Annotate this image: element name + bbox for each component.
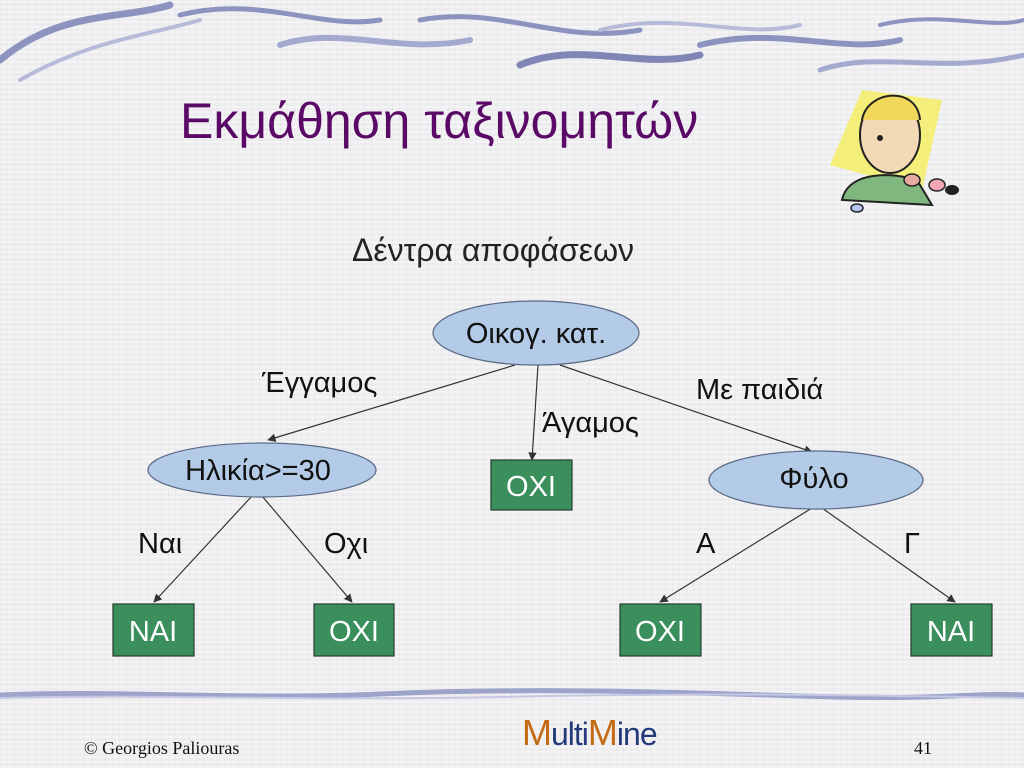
leaf-age-yes-label: ΝΑΙ: [129, 616, 177, 648]
logo-text-first: ulti: [551, 716, 589, 752]
leaf-age-yes: [112, 603, 195, 657]
leaf-gender-male: [619, 603, 702, 657]
leaf-single-result: [490, 459, 573, 511]
edge-with-children: [559, 364, 813, 454]
edge-gender-female: [821, 507, 956, 603]
edge-single: [528, 364, 539, 461]
edge-label-yes: Ναι: [138, 528, 182, 560]
node-gender-label: Φύλο: [779, 463, 848, 495]
footer-divider: [0, 688, 1024, 701]
edge-age-yes: [153, 495, 253, 603]
node-gender: [708, 450, 924, 510]
logo-m-second: M: [587, 712, 618, 753]
edge-age-no: [261, 495, 353, 603]
edge-label-female: Γ: [904, 528, 920, 560]
node-age-label: Ηλικία>=30: [185, 455, 331, 487]
leaf-age-no-label: ΟΧΙ: [329, 616, 379, 648]
multimine-logo: MultiMine: [522, 712, 658, 754]
leaf-single-result-label: ΟΧΙ: [506, 471, 556, 503]
leaf-gender-female: [910, 603, 993, 657]
logo-m-first: M: [522, 712, 552, 753]
root-node-family-status: [432, 300, 640, 366]
logo-text-second: ine: [616, 716, 658, 752]
header-swirl-decoration: [0, 1, 1024, 82]
edge-label-with-children: Με παιδιά: [696, 374, 823, 406]
node-age: [147, 442, 377, 498]
page-number: 41: [914, 738, 932, 758]
edge-label-no: Οχι: [324, 528, 368, 560]
edge-label-male: Α: [696, 528, 716, 560]
edge-gender-male: [659, 507, 813, 603]
slide-title: Εκμάθηση ταξινομητών: [180, 93, 699, 149]
leaf-gender-female-label: ΝΑΙ: [927, 616, 975, 648]
edge-label-single: Άγαμος: [542, 407, 639, 439]
copyright-text: © Georgios Paliouras: [84, 738, 240, 758]
thinking-person-clipart: [830, 90, 959, 213]
leaf-gender-male-label: ΟΧΙ: [635, 616, 685, 648]
root-node-label: Οικογ. κατ.: [466, 318, 606, 350]
leaf-age-no: [313, 603, 395, 657]
slide-subtitle: Δέντρα αποφάσεων: [352, 232, 635, 268]
edge-married: [267, 364, 516, 442]
edge-label-married: Έγγαμος: [261, 367, 377, 399]
